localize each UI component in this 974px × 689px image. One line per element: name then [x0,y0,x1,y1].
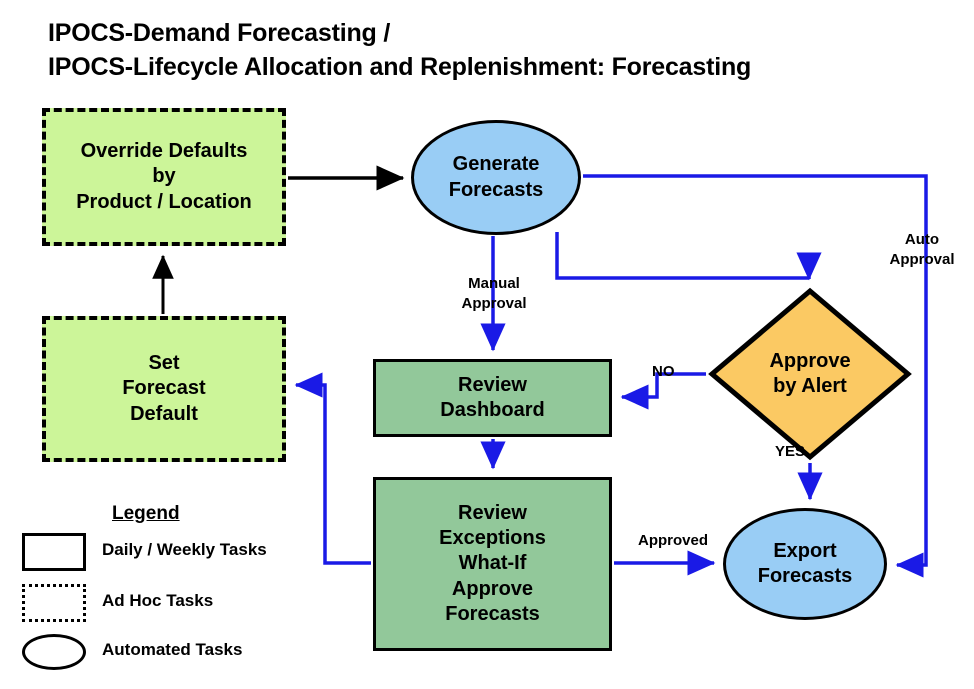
legend-swatch-dotted-rectangle [22,584,86,622]
page-title-line-2: IPOCS-Lifecycle Allocation and Replenish… [48,53,752,81]
node-set-forecast-default-label: Set Forecast Default [122,352,206,425]
edge-label-auto-approval: Auto Approval [889,231,955,268]
node-review-exceptions[interactable]: Review Exceptions What-If Approve Foreca… [373,477,612,651]
node-override-defaults-label: Override Defaults by Product / Location [76,140,252,213]
node-review-dashboard[interactable]: Review Dashboard [373,359,612,437]
edge-label-manual-approval: Manual Approval [461,275,527,312]
node-set-forecast-default[interactable]: Set Forecast Default [42,316,286,462]
node-override-defaults[interactable]: Override Defaults by Product / Location [42,108,286,246]
node-export-forecasts-label: Export Forecasts [757,539,853,587]
page-title: IPOCS-Demand Forecasting / IPOCS-Lifecyc… [48,16,938,84]
legend-item-automated-label: Automated Tasks [102,640,243,659]
edge-generate-to-approve [555,232,822,281]
legend-title: Legend [112,503,180,524]
node-export-forecasts[interactable]: Export Forecasts [723,508,887,620]
node-approve-by-alert[interactable]: Approve by Alert [708,287,912,461]
node-generate-forecasts-label: Generate Forecasts [448,153,544,201]
edge-label-approved: Approved [637,532,708,549]
node-approve-by-alert-label: Approve by Alert [769,349,851,397]
legend-swatch-ellipse [22,634,86,670]
node-generate-forecasts[interactable]: Generate Forecasts [411,120,581,235]
diamond-shape [708,287,912,461]
legend-swatch-solid-rectangle [22,533,86,571]
edge-label-yes: YES [774,443,805,460]
node-review-dashboard-label: Review Dashboard [440,373,545,421]
node-review-exceptions-label: Review Exceptions What-If Approve Foreca… [439,502,546,625]
page-title-line-1: IPOCS-Demand Forecasting / [48,19,391,47]
edge-label-no: NO [652,363,675,380]
legend-item-daily-weekly-label: Daily / Weekly Tasks [102,540,267,559]
legend-item-ad-hoc-label: Ad Hoc Tasks [102,591,214,610]
legend: Legend Daily / Weekly Tasks Ad Hoc Tasks… [22,503,322,673]
